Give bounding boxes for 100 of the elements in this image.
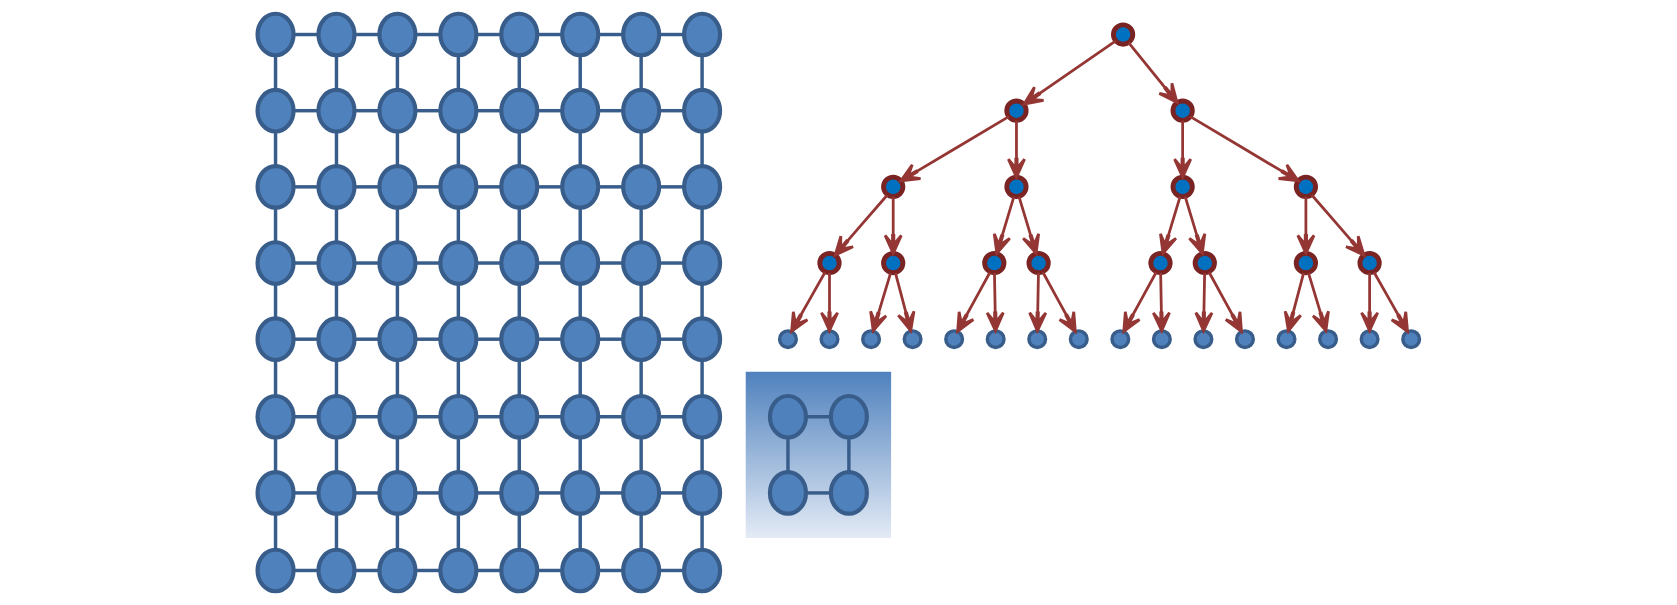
node-ellipse — [255, 393, 296, 440]
arrow — [1194, 272, 1214, 333]
node-ellipse — [560, 393, 601, 440]
node-ellipse — [438, 164, 479, 210]
connector — [273, 513, 278, 550]
connector — [659, 337, 684, 341]
node-circle — [1276, 329, 1297, 350]
node-ellipse — [377, 393, 418, 440]
arrow — [1159, 196, 1182, 255]
node-ellipse — [560, 316, 601, 363]
node-ellipse — [499, 240, 540, 286]
arrow — [1022, 39, 1117, 106]
node-circle — [777, 329, 798, 350]
node-ellipse — [377, 164, 418, 210]
connector — [354, 415, 380, 419]
node-ellipse — [499, 316, 540, 363]
node-circle — [1401, 329, 1422, 350]
arrow — [869, 272, 892, 333]
node-ellipse — [377, 11, 418, 58]
connector — [293, 261, 319, 265]
connector — [293, 568, 319, 573]
node-ellipse — [316, 547, 357, 594]
connector — [415, 108, 441, 113]
connector — [537, 261, 563, 265]
node-circle — [1026, 250, 1051, 276]
node-ellipse — [499, 11, 540, 58]
node-ellipse — [499, 393, 540, 440]
node-ellipse — [682, 11, 723, 58]
connector — [598, 415, 624, 419]
arrow — [1189, 115, 1300, 183]
connector — [293, 415, 319, 419]
arrow — [1041, 271, 1077, 333]
connector — [273, 207, 278, 242]
node-circle — [1234, 329, 1255, 350]
connector — [456, 360, 461, 396]
connector — [598, 337, 624, 341]
connector — [395, 437, 400, 472]
connector — [293, 32, 319, 37]
connector — [700, 55, 704, 90]
arrow — [833, 194, 889, 257]
connector — [806, 415, 831, 419]
node-ellipse — [682, 87, 723, 134]
connector — [334, 513, 339, 550]
node-ellipse — [438, 470, 479, 516]
arrow — [1028, 272, 1048, 333]
connector — [273, 55, 278, 90]
arrow — [1372, 271, 1409, 333]
connector — [334, 55, 339, 90]
node-ellipse — [255, 547, 296, 594]
connector — [415, 261, 441, 265]
connector — [639, 284, 643, 319]
connector — [293, 337, 319, 341]
arrow — [790, 271, 827, 333]
connector — [395, 55, 400, 90]
connector — [334, 284, 339, 319]
connector — [517, 131, 521, 166]
node-circle — [1357, 250, 1382, 276]
connector — [659, 185, 684, 189]
node-ellipse — [560, 164, 601, 210]
node-ellipse — [682, 393, 723, 440]
node-ellipse — [621, 11, 662, 58]
connector — [659, 415, 684, 419]
connector — [415, 415, 441, 419]
node-circle — [1318, 329, 1339, 350]
node-ellipse — [316, 240, 357, 286]
connector — [476, 261, 502, 265]
node-ellipse — [255, 240, 296, 286]
connector — [517, 207, 521, 242]
node-ellipse — [621, 470, 662, 516]
connector — [456, 55, 461, 90]
arrow — [820, 272, 839, 333]
arrow — [883, 196, 903, 255]
connector — [456, 284, 461, 319]
connector — [334, 207, 339, 242]
connector — [476, 415, 502, 419]
connector — [700, 513, 704, 550]
connector — [598, 185, 624, 189]
arrow — [1310, 194, 1366, 257]
node-circle — [1148, 250, 1173, 276]
node-circle — [902, 329, 923, 350]
connector — [639, 513, 643, 550]
node-circle — [1110, 22, 1136, 47]
node-ellipse — [499, 547, 540, 594]
arrow — [1307, 272, 1330, 333]
connector — [334, 131, 339, 166]
cluster — [744, 370, 893, 540]
connector — [639, 360, 643, 396]
connector — [598, 568, 624, 573]
node-ellipse — [560, 87, 601, 134]
connector — [293, 108, 319, 113]
connector — [578, 55, 582, 90]
node-circle — [1170, 98, 1195, 123]
node-ellipse — [682, 240, 723, 286]
connector — [598, 32, 624, 37]
connector — [517, 513, 521, 550]
arrow — [1173, 120, 1193, 179]
node-circle — [861, 329, 882, 350]
connector — [598, 491, 624, 495]
connector — [415, 568, 441, 573]
node-ellipse — [255, 11, 296, 58]
